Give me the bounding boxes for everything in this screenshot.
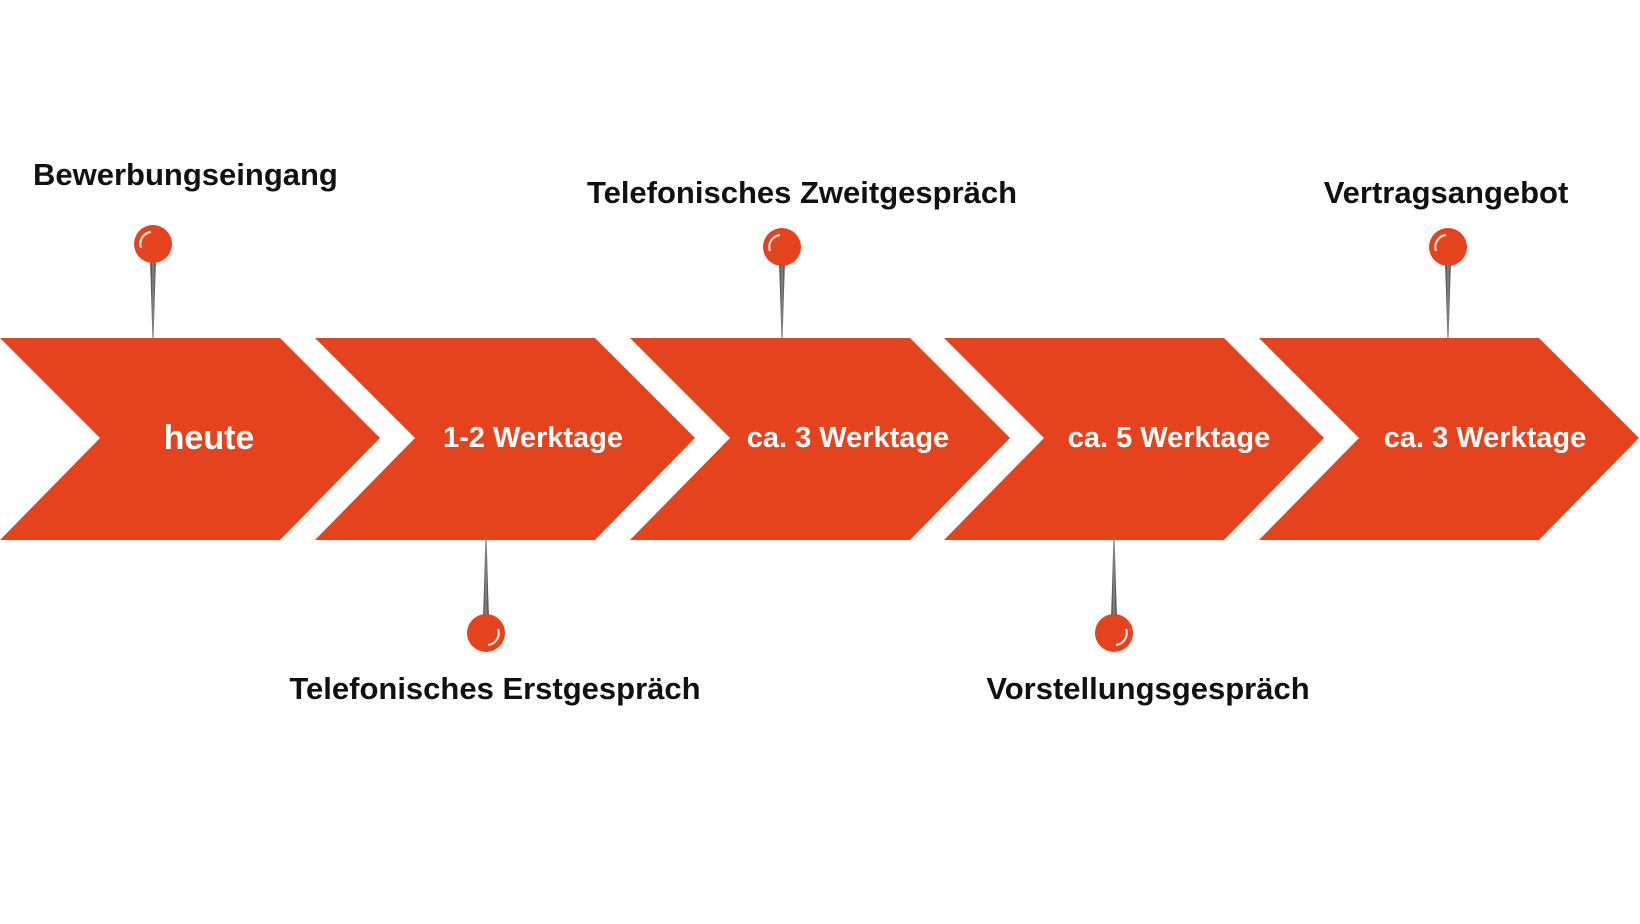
chevron-shape	[1259, 338, 1639, 540]
stage-label: ca. 5 Werktage	[1068, 422, 1271, 454]
chevron-stage-1: heute	[0, 338, 380, 540]
milestone-label: Telefonisches Erstgespräch	[289, 671, 700, 706]
stage-label: 1-2 Werktage	[443, 422, 623, 454]
milestone-label: Vertragsangebot	[1324, 175, 1569, 210]
milestone-5: Vertragsangebot	[1324, 175, 1569, 338]
milestone-3: Telefonisches Zweitgespräch	[587, 175, 1017, 338]
stage-label: heute	[164, 419, 255, 457]
chevron-shape	[315, 338, 695, 540]
milestone-4: Vorstellungsgespräch	[986, 539, 1310, 706]
chevron-shape	[0, 338, 380, 540]
pushpin-icon	[1429, 228, 1467, 338]
stage-label: ca. 3 Werktage	[747, 422, 950, 454]
pushpin-icon	[134, 225, 172, 338]
pushpin-icon	[1095, 539, 1133, 652]
pin-highlight	[139, 230, 152, 249]
stage-label: ca. 3 Werktage	[1384, 422, 1587, 454]
chevron-shape	[630, 338, 1010, 540]
chevron-stage-4: ca. 5 Werktage	[944, 338, 1324, 540]
pin-needle	[150, 256, 156, 338]
pin-needle	[779, 259, 785, 338]
pin-needle	[1445, 259, 1451, 338]
pin-highlight	[1115, 628, 1128, 647]
chevron-stage-2: 1-2 Werktage	[315, 338, 695, 540]
milestone-label: Telefonisches Zweitgespräch	[587, 175, 1017, 210]
pin-highlight	[768, 233, 781, 252]
milestone-1: Bewerbungseingang	[33, 157, 338, 338]
milestone-2: Telefonisches Erstgespräch	[289, 539, 701, 706]
chevron-shape	[944, 338, 1324, 540]
chevron-stage-3: ca. 3 Werktage	[630, 338, 1010, 540]
pin-highlight	[487, 628, 500, 647]
chevron-stage-5: ca. 3 Werktage	[1259, 338, 1639, 540]
milestone-label: Vorstellungsgespräch	[986, 671, 1309, 706]
milestone-label: Bewerbungseingang	[33, 157, 338, 192]
pushpin-icon	[763, 228, 801, 338]
pin-needle	[483, 539, 489, 621]
pin-needle	[1111, 539, 1117, 621]
pushpin-icon	[467, 539, 505, 652]
pin-highlight	[1434, 233, 1447, 252]
